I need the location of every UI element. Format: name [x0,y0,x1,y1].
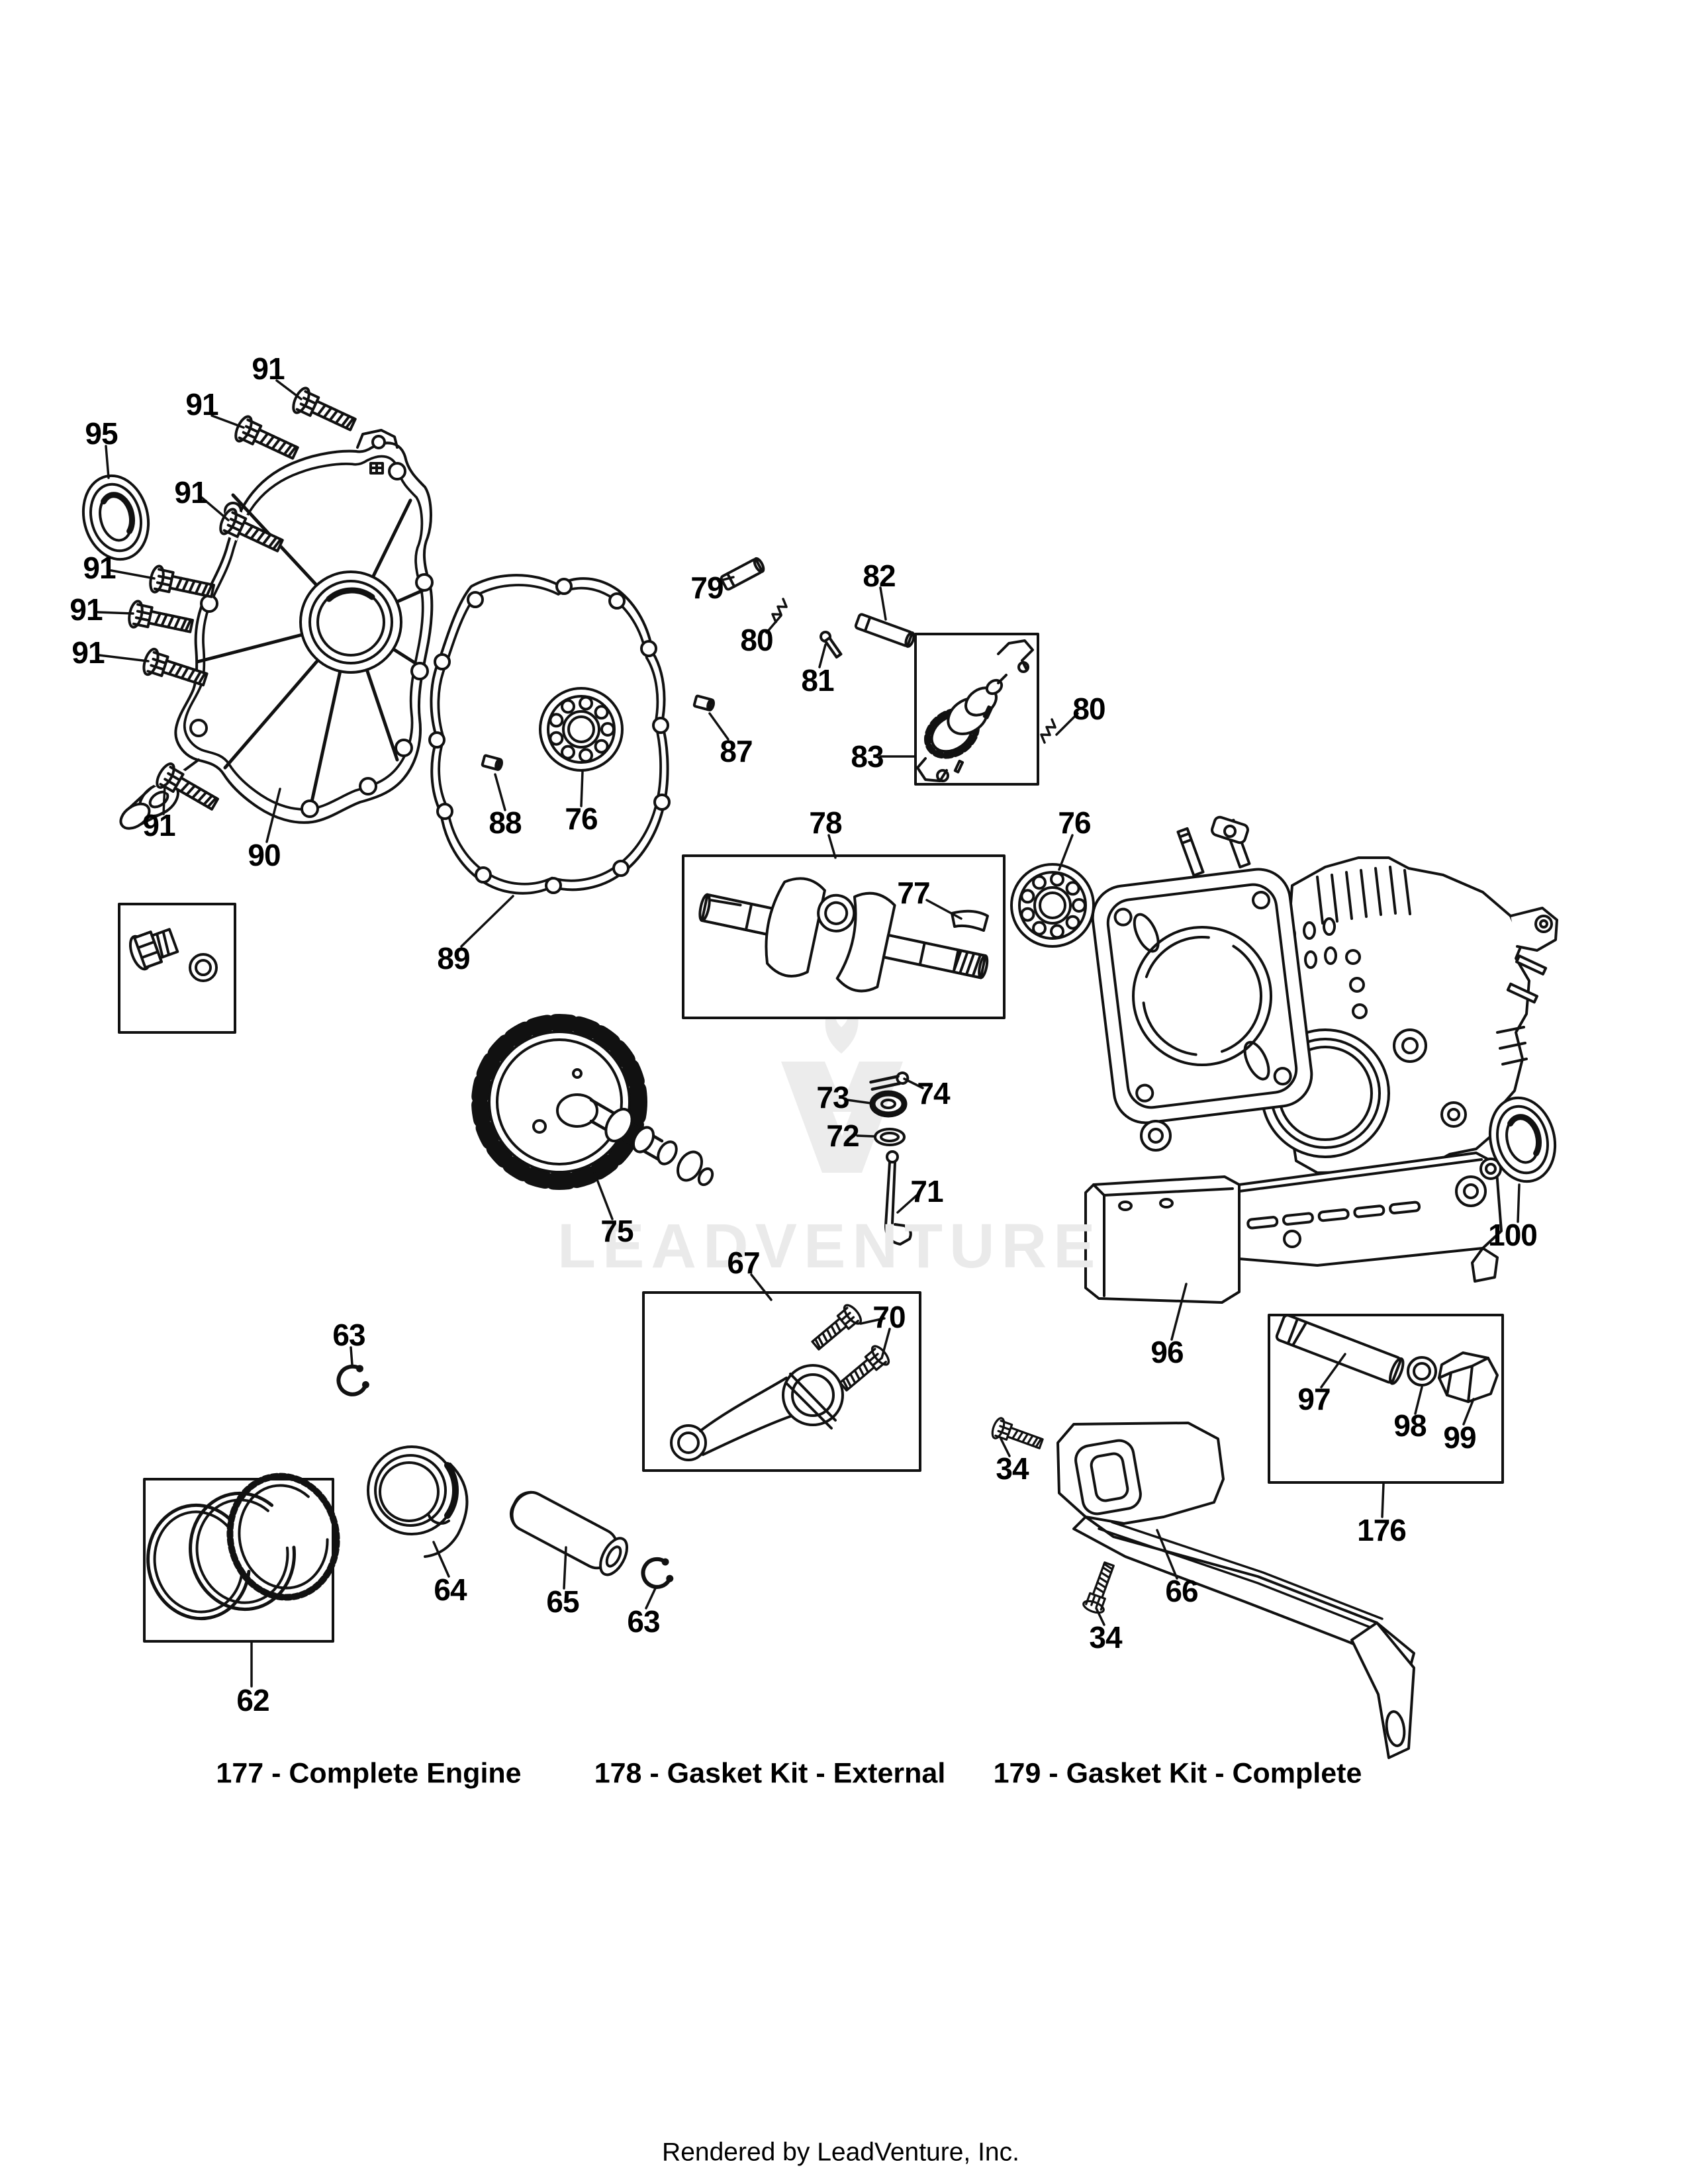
callout-87: 87 [720,734,753,768]
callout-80-left: 80 [740,623,773,657]
nut-99 [1438,1351,1499,1403]
callout-95: 95 [85,416,118,451]
callout-91-4: 91 [83,551,116,585]
callout-77: 77 [897,876,930,910]
crankshaft-assembly-78 [682,854,1006,1019]
bracket-66-group [988,1414,1415,1759]
callout-76-right: 76 [1058,805,1091,840]
callout-71: 71 [910,1174,943,1208]
callout-91-1: 91 [252,351,285,386]
connecting-rod-assembly-67 [642,1291,921,1472]
watermark-text: LEADVENTURE [557,1211,1102,1281]
callout-63-top: 63 [332,1318,365,1352]
callout-67: 67 [727,1246,760,1280]
callout-83: 83 [851,739,884,774]
washer-98 [1407,1356,1437,1387]
callout-91-3: 91 [174,475,207,510]
callout-91-7: 91 [142,808,175,842]
ball-bearing-76-left [539,687,624,772]
callout-89: 89 [437,941,470,976]
stud-kit-176 [1268,1314,1504,1484]
piston-pin-65 [510,1490,628,1576]
callout-88: 88 [489,805,522,840]
kit-label-gasket-external: 178 - Gasket Kit - External [594,1757,946,1790]
callout-62: 62 [236,1683,269,1717]
callout-66: 66 [1165,1574,1198,1608]
callout-75: 75 [600,1214,633,1248]
callout-80-right: 80 [1072,692,1105,726]
washer-72 [874,1128,906,1146]
callout-63-right: 63 [627,1604,660,1639]
callout-176: 176 [1357,1513,1407,1547]
callout-91-2: 91 [185,387,218,422]
callout-91-5: 91 [70,592,103,627]
camshaft-drawing [471,1014,714,1190]
stud-97 [1275,1314,1405,1385]
callout-96: 96 [1150,1335,1184,1369]
ball-bearing-76-right [1010,863,1095,948]
piston-group [335,1363,674,1590]
callout-74: 74 [917,1076,950,1111]
callout-73: 73 [816,1080,849,1115]
callout-76-left: 76 [565,801,598,836]
callout-97: 97 [1297,1382,1331,1416]
callout-99: 99 [1443,1420,1476,1455]
cylinder-block-drawing [1084,815,1558,1304]
governor-gear-assembly-83 [914,633,1039,786]
kit-label-gasket-complete: 179 - Gasket Kit - Complete [993,1757,1362,1790]
drain-plug-kit-92 [118,903,236,1034]
dowel-pin-87 [692,694,716,712]
callout-72: 72 [826,1118,859,1153]
callout-34-top: 34 [996,1451,1029,1486]
crankcase-cover-drawing [119,429,434,830]
piston-ring-kit-62 [143,1473,340,1643]
seal-73 [869,1090,908,1118]
callout-91-6: 91 [71,635,105,670]
callout-65: 65 [546,1584,579,1619]
callout-100: 100 [1488,1218,1538,1252]
callout-78: 78 [809,805,842,840]
callout-98: 98 [1393,1408,1427,1443]
callout-64: 64 [434,1572,467,1607]
callout-70: 70 [872,1300,906,1334]
leader-lines [97,379,1521,1688]
callout-90: 90 [248,838,281,872]
oil-dipper-71 [884,1150,912,1246]
callout-79: 79 [690,570,724,605]
governor-pins-springs [720,557,1060,744]
woodruff-key-77 [951,909,989,932]
footer-credit: Rendered by LeadVenture, Inc. [662,2138,1019,2167]
callout-81: 81 [801,663,834,698]
governor-shaft-small-parts [869,1071,912,1246]
kit-label-complete-engine: 177 - Complete Engine [216,1757,522,1790]
callout-82: 82 [863,559,896,593]
callout-34-bottom: 34 [1089,1620,1122,1655]
piston-64 [367,1445,469,1558]
